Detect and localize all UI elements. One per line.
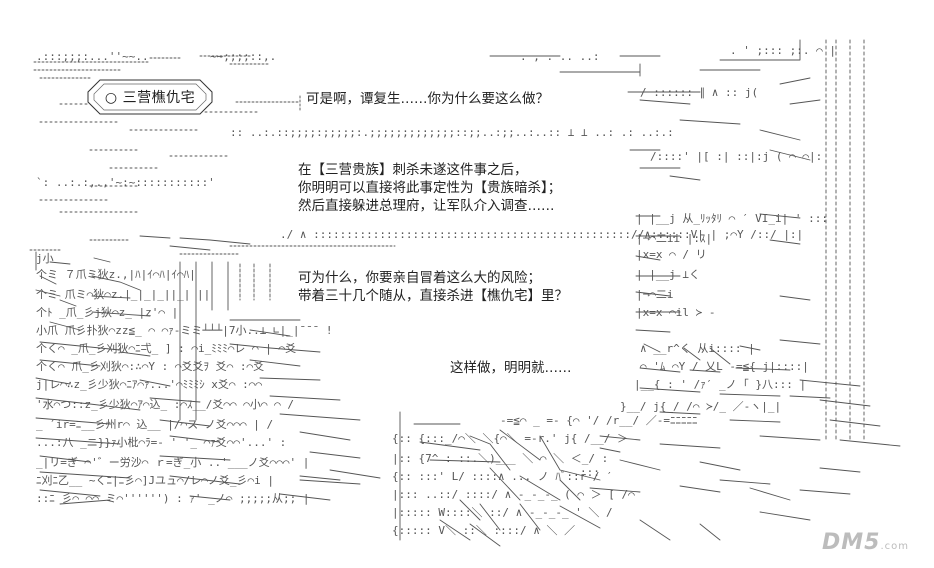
svg-text:. , . .. ..:: . , . .. ..: (520, 50, 599, 63)
svg-text:{:: {:::_/⌒＼ ＼{⌒＼ =-r.': {:: {:::_/⌒＼ ＼{⌒＼ =-r.' j{ /__/ ＞ (392, 432, 628, 445)
svg-text:∧ __r^く 从i:::: |: ∧ __r^く 从i:::: | (640, 342, 755, 355)
watermark-domain: .com (880, 541, 910, 552)
dm5-watermark-logo: DM5.com (822, 530, 909, 555)
svg-text:_|リ=ぎ ⌒'゛ー労沙⌒ ｒ=ぎ_小 ..'___ノ爻⌒⌒: _|リ=ぎ ⌒'゛ー労沙⌒ ｒ=ぎ_小 ..'___ノ爻⌒⌒⌒' | (36, 455, 309, 469)
svg-text:| |__j ⊥く: | |__j ⊥く (636, 268, 700, 281)
svg-text:个く⌒ 爪_彡刈狄⌒:∴⌒Y : ⌒爻爻ｦ 爻⌒ :⌒爻: 个く⌒ 爪_彡刈狄⌒:∴⌒Y : ⌒爻爻ｦ 爻⌒ :⌒爻 (36, 360, 264, 373)
svg-text:j|レ⌒∴z_彡少狄⌒ﾆｱ⌒ｧ...'⌒ﾐﾐﾐｼ x爻⌒ :: j|レ⌒∴z_彡少狄⌒ﾆｱ⌒ｧ...'⌒ﾐﾐﾐｼ x爻⌒ :⌒⌒ (36, 378, 262, 391)
svg-text:. ' ;::: ;:. ⌒ |: . ' ;::: ;:. ⌒ | (730, 44, 836, 57)
dialogue-line-3: 你明明可以直接将此事定性为【贵族暗杀】； (298, 180, 562, 196)
dialogue-line-7: 这样做，明明就…… (450, 360, 572, 376)
svg-text:~~;;;;::,.: ~~;;;;::,. (210, 50, 276, 63)
svg-text:{:: :::' L/ ::::∧ ... ノ: {:: :::' L/ ::::∧ ... ノ ﾊﾞ::r / ′ (392, 470, 613, 483)
svg-text:j小: j小 (36, 252, 54, 265)
svg-text:⌒ 'ﾑ ⌒Y / 乂L -=≦{ j|::::|: ⌒ 'ﾑ ⌒Y / 乂L -=≦{ j|::::| (640, 360, 809, 373)
svg-text:|x=x ⌒il ≻ -: |x=x ⌒il ≻ - (636, 306, 715, 319)
svg-text:.:::;;;:...''~~..: .:::;;;:...''~~.. (36, 50, 149, 63)
svg-text:|::: ..::/ ::::/ ∧ -_-_-: |::: ..::/ ::::/ ∧ -_-_-_ ( ⌒ ＞ [ /⌒ (392, 488, 635, 501)
svg-text:|¬⌒二i: |¬⌒二i (636, 288, 674, 301)
svg-text:-=≦⌒ _ =- {⌒ '/ /r__/ ／-=ﾆﾆﾆ: -=≦⌒ _ =- {⌒ '/ /r__/ ／-=ﾆﾆﾆﾆﾆ (500, 414, 697, 427)
svg-text:_ ′ir=ﾆ__彡州r⌒ 込__ |/⌒ス ノ爻⌒⌒⌒: _ ′ir=ﾆ__彡州r⌒ 込__ |/⌒ス ノ爻⌒⌒⌒ | / (36, 418, 273, 431)
svg-text:小爪 爪彡扑狄⌒zz≦_ ⌒ ⌒ｧ-ミミ┴┴┴|7小..⊥: 小爪 爪彡扑狄⌒zz≦_ ⌒ ⌒ｧ-ミミ┴┴┴|7小..⊥ ∟|_|¯¯¯ ! (36, 323, 333, 337)
svg-text:个ﾄ _爪_彡j狄⌒z_ |z'⌒ |: 个ﾄ _爪_彡j狄⌒z_ |z'⌒ | (36, 306, 178, 319)
svg-text:/::::' |[ :| ::|:j ( ⌒ ⌒|:: /::::' |[ :| ::|:j ( ⌒ ⌒|: (650, 150, 822, 163)
svg-text:个ミ 爪ミ⌒狄⌒z.|_|_|_||_| ||: 个ミ 爪ミ⌒狄⌒z.|_|_|_||_| || (36, 288, 210, 301)
svg-text:|__{ : ' /ｧ′ _ノ ｢ }八::: |: |__{ : ' /ｧ′ _ノ ｢ }八::: | (634, 378, 806, 391)
svg-text:个く⌒ _爪_彡刈狄⌒ﾆ弌_ ] : ⌒i_ﾐﾐﾐ⌒レ ⌒: 个く⌒ _爪_彡刈狄⌒ﾆ弌_ ] : ⌒i_ﾐﾐﾐ⌒レ ⌒ | ⌒爻 (36, 342, 296, 355)
svg-text:`: ..:.:,.,'~:~:::::::::::': `: ..:.:,.,'~:~:::::::::::' (36, 176, 215, 189)
svg-text:'水⌒つ::z_彡少狄⌒ｱ⌒込_ :⌒ｽ__/爻⌒⌒ ⌒小⌒: '水⌒つ::z_彡少狄⌒ｱ⌒込_ :⌒ｽ__/爻⌒⌒ ⌒小⌒ ⌒ / (36, 398, 294, 411)
dialogue-line-6: 带着三十几个随从，直接杀进【樵仇宅】里？ (298, 288, 568, 304)
svg-text:ﾆ刈ﾆ乙__ ~くﾆ|ﾆ彡⌒]Jユュ⌒/レ⌒ノ爻_彡⌒i: ﾆ刈ﾆ乙__ ~くﾆ|ﾆ彡⌒]Jユュ⌒/レ⌒ノ爻_彡⌒i | (36, 474, 274, 487)
dialogue-line-1: 可是啊，谭复生……你为什么要这么做？ (306, 91, 549, 107)
watermark-logo-text: DM5 (822, 530, 881, 555)
svg-text:|x=x ⌒ / リ: |x=x ⌒ / リ (636, 248, 707, 261)
scene-title-plaque: ○ 三营樵仇宅 (84, 76, 216, 118)
svg-text::: ..:.::;;;;:;;;;;:.;;;;;;;;;: :: ..:.::;;;;:;;;;;:.;;;;;;;;;;;;;::;;..… (230, 126, 674, 139)
svg-text:...:八 _ニ}}ｧ小枇⌒ﾗ=- ' '_ ⌒ｧ爻⌒⌒: ...:八 _ニ}}ｧ小枇⌒ﾗ=- ' '_ ⌒ｧ爻⌒⌒'...' : (36, 435, 286, 449)
svg-text:/ :::::: ∥ ∧ :: j(: / :::::: ∥ ∧ :: j( (640, 86, 758, 99)
svg-text:{::::: V＼ ::＼ ::::/ ∧: {::::: V＼ ::＼ ::::/ ∧ ＼ ／ (392, 524, 575, 537)
svg-text:./ ∧ :::::::::::::::::::::::::: ./ ∧ :::::::::::::::::::::::::::::::::::… (280, 228, 803, 241)
svg-text:::ﾆ 彡⌒ ⌒⌒ ミ⌒'''''') : ｧ' _ノ: ::ﾆ 彡⌒ ⌒⌒ ミ⌒'''''') : ｧ' _ノ⌒ ;;;;;从;; | (36, 492, 310, 505)
svg-text:| |__j 从_ﾘｯﾀﾘ ⌒ ′ VI_i| ' :::: | |__j 从_ﾘｯﾀﾘ ⌒ ′ VI_i| ' ::: (636, 212, 828, 225)
svg-text:|::::: W::::＼ ::/ ∧ -_-_-_: |::::: W::::＼ ::/ ∧ -_-_-_ ' ＼ / (392, 506, 613, 519)
svg-text:}__/ j{_/ /⌒ ≻/_ ／-ヽ|_|: }__/ j{_/ /⌒ ≻/_ ／-ヽ|_| (620, 400, 781, 413)
scene-title: ○ 三营樵仇宅 (104, 90, 196, 106)
svg-text:|¬⌒二ii |:ｽ|: |¬⌒二ii |:ｽ| (636, 232, 712, 245)
dialogue-line-4: 然后直接躲进总理府，让军队介入调查…… (298, 198, 555, 214)
svg-text:个ミ ７爪ミ狄z.,|ﾊ|ｲ⌒ﾊ|ｲ⌒ﾊ|: 个ミ ７爪ミ狄z.,|ﾊ|ｲ⌒ﾊ|ｲ⌒ﾊ| (36, 268, 196, 281)
svg-text:|:: {7^ : ::.＼)___ ＼ ⌒ ＼: |:: {7^ : ::.＼)___ ＼ ⌒ ＼ ＜_/ : (392, 452, 608, 465)
svg-text::::: ::: (580, 466, 600, 479)
dialogue-line-2: 在【三营贵族】刺杀未遂这件事之后， (298, 162, 528, 178)
dialogue-line-5: 可为什么，你要亲自冒着这么大的风险； (298, 270, 541, 286)
